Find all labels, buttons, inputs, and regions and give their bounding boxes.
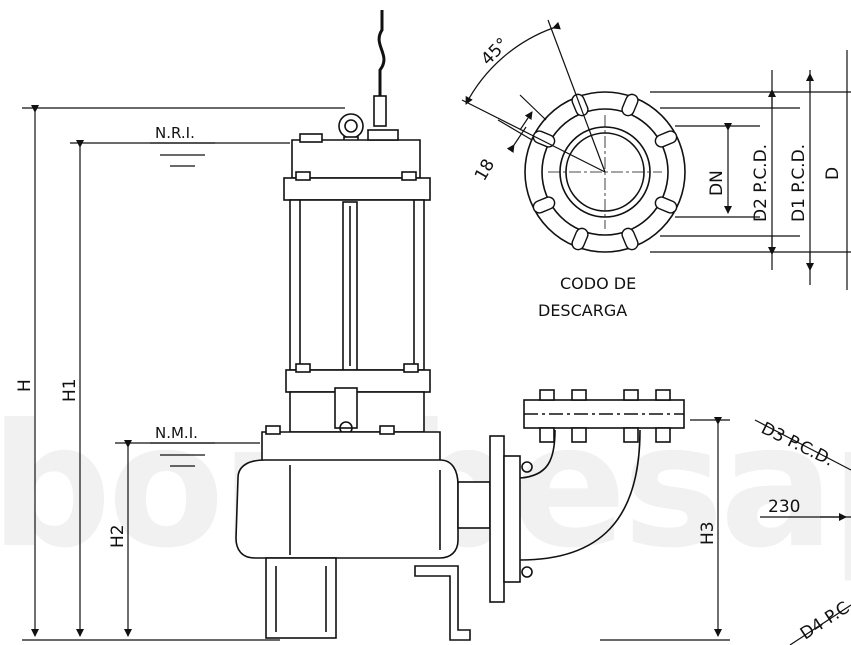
d4-leader: [789, 604, 851, 645]
dimension-h: [22, 105, 345, 641]
nri-label: N.R.I.: [155, 124, 195, 142]
d3-leader: [754, 419, 851, 471]
h3-label: H3: [698, 521, 718, 545]
nmi-level-symbol: [150, 442, 215, 467]
nmi-label: N.M.I.: [155, 424, 198, 442]
discharge-elbow: [489, 389, 685, 603]
angle-45-label: 45°: [477, 34, 512, 69]
slot-18-label: 18: [471, 156, 499, 185]
dim-230-label: 230: [768, 497, 800, 517]
h-label: H: [15, 379, 35, 392]
slot-18-dimension: [497, 94, 547, 154]
codo-label-line1: CODO DE: [560, 274, 636, 293]
codo-label-line2: DESCARGA: [538, 301, 627, 320]
flange-bolt-slots: [532, 93, 678, 251]
dn-label: DN: [707, 170, 727, 196]
nri-level-symbol: [150, 142, 215, 167]
d4-pc-label: D4 P.C.: [797, 595, 851, 644]
flange-vertical-dimensions: [650, 50, 851, 290]
h2-label: H2: [108, 524, 128, 548]
d1-pcd-label: D1 P.C.D.: [789, 144, 809, 222]
h1-label: H1: [60, 378, 80, 402]
angle-45-dimension: [461, 19, 606, 173]
pump-body: [235, 10, 491, 641]
dimension-h3: [600, 417, 730, 641]
d2-pcd-label: D2 P.C.D.: [751, 144, 771, 222]
d-label: D: [823, 167, 843, 180]
